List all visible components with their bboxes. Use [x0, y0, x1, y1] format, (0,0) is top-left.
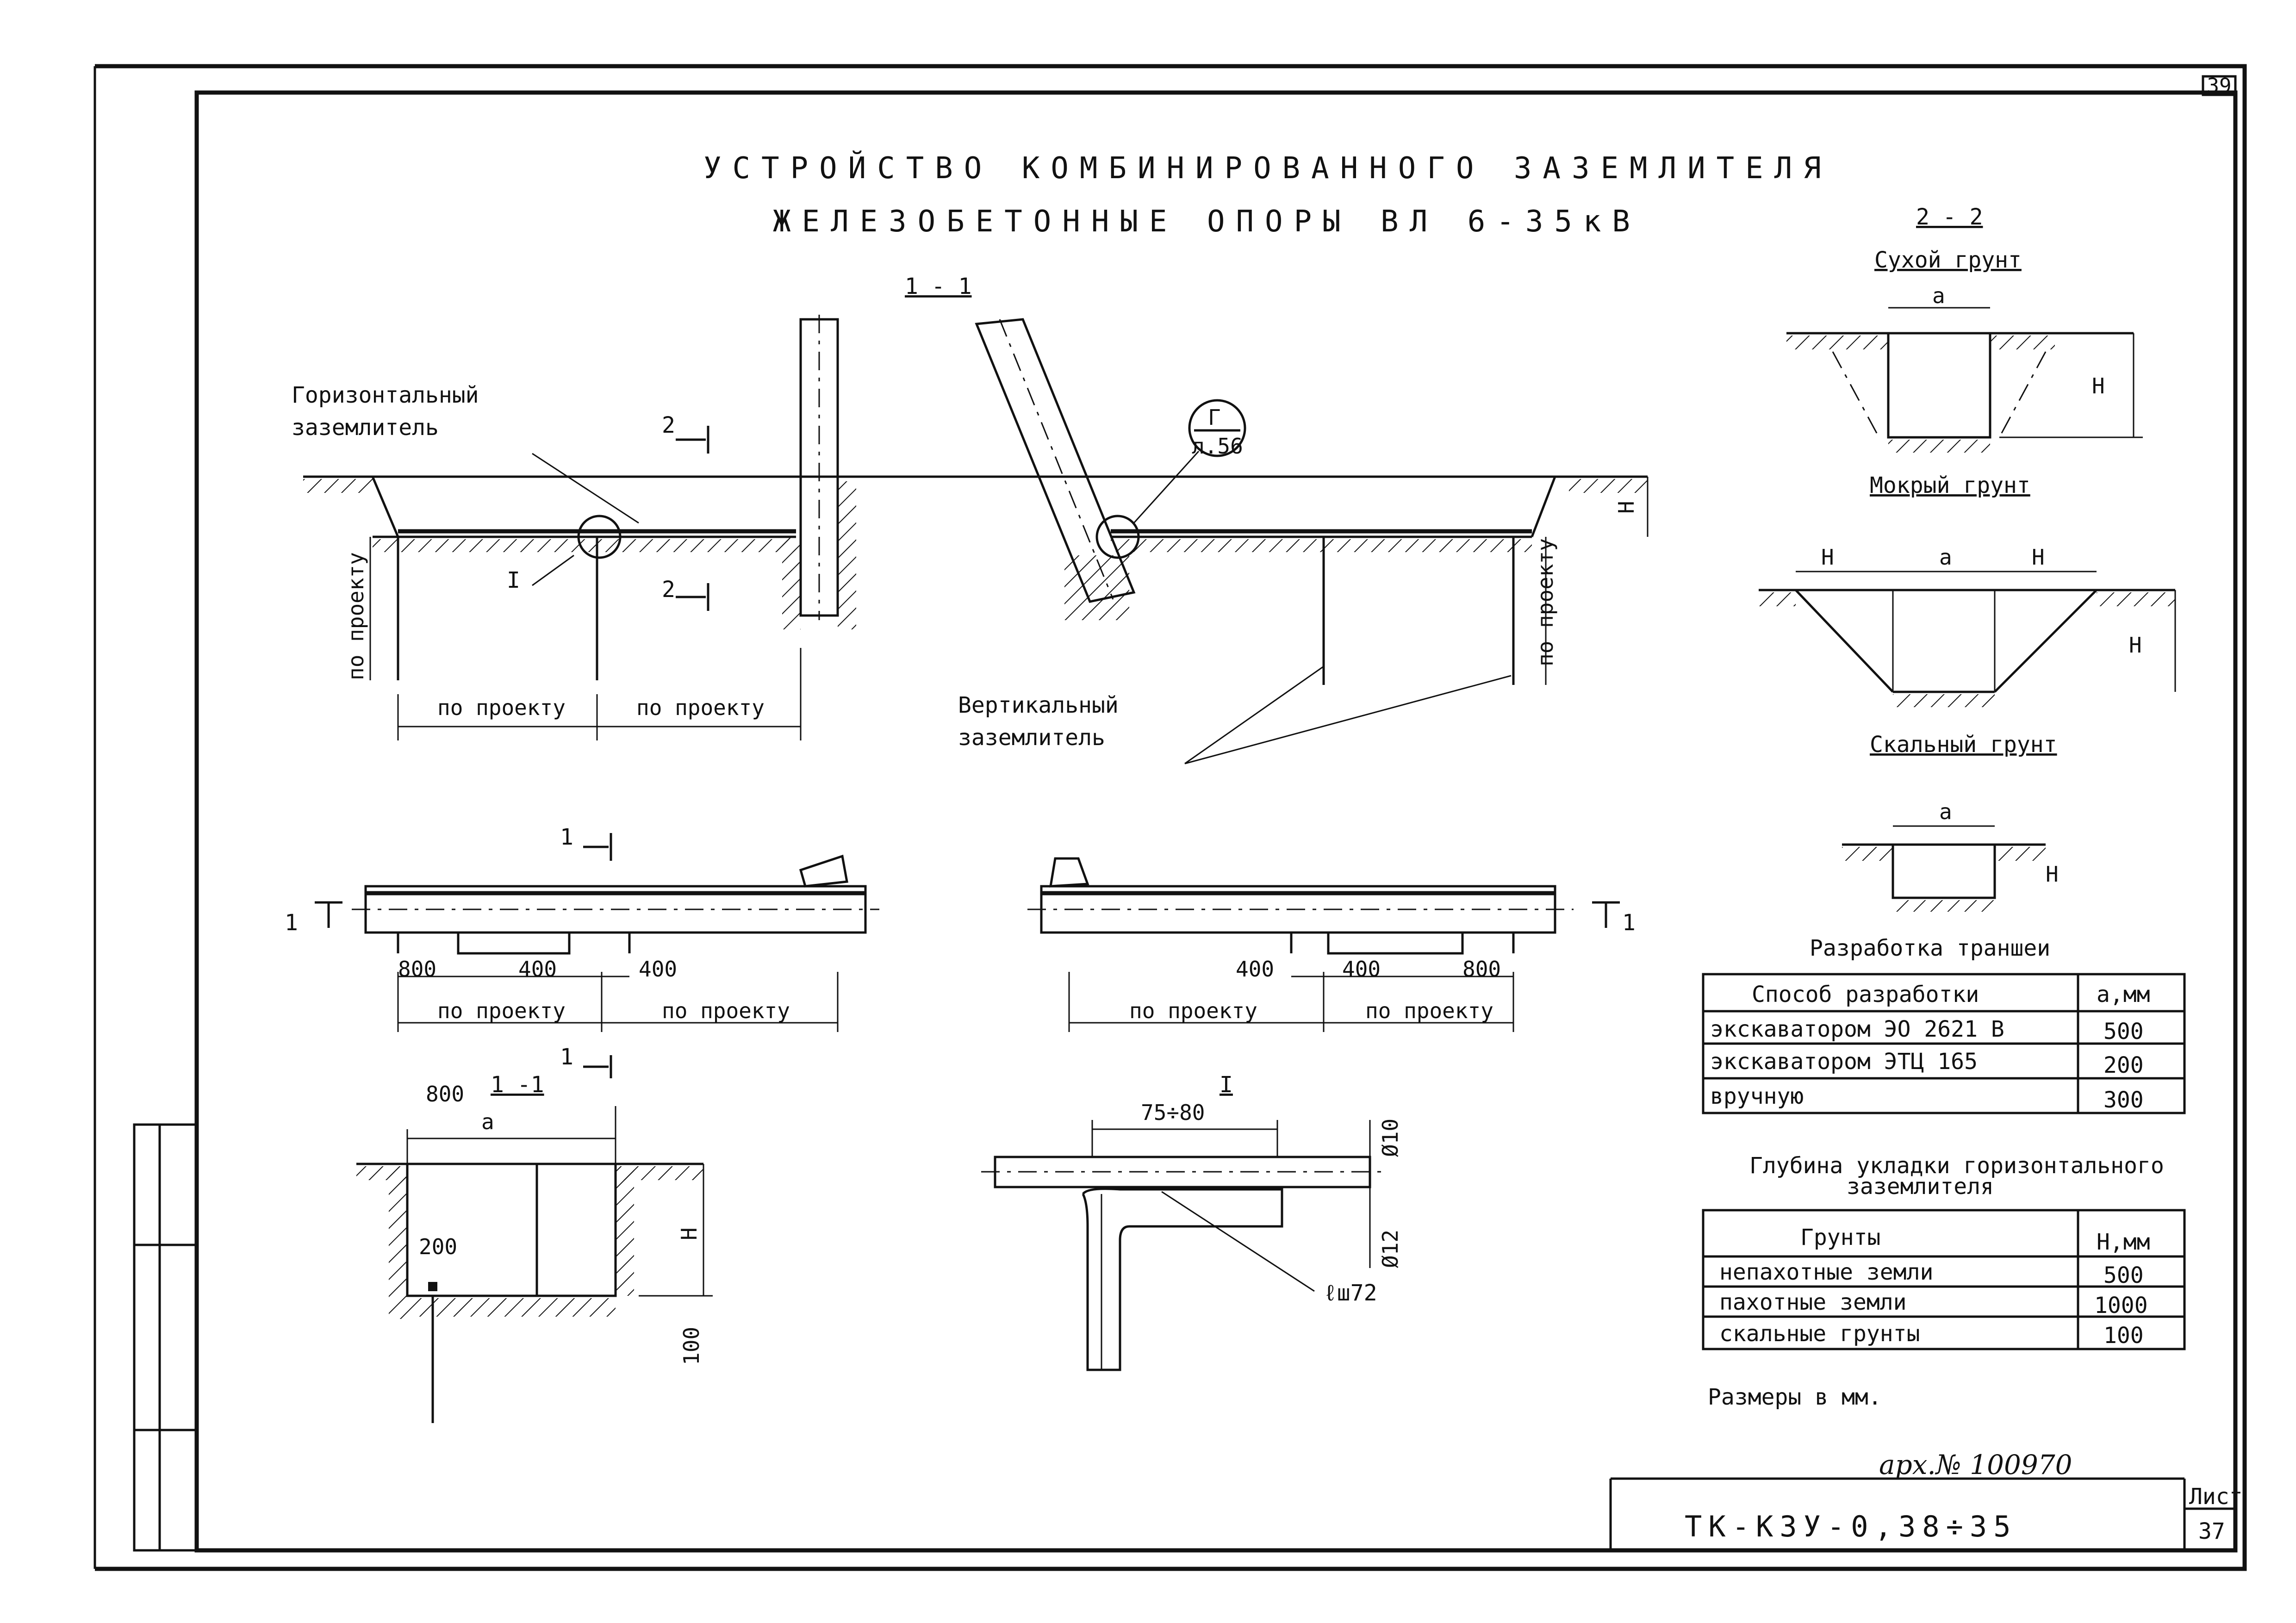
rock-soil-label: Скальный грунт: [1870, 732, 2057, 758]
stamp-code: ТК-КЗУ-0,38÷35: [1685, 1510, 2017, 1543]
detail-I-dia-12: Ø12: [1378, 1230, 1403, 1268]
wet-dim-a: а: [1939, 545, 1952, 570]
dim-project-vert-left: по проекту: [343, 552, 368, 680]
detail-1-1-dim-800: 800: [426, 1082, 464, 1107]
section-1-1-label: 1 - 1: [905, 274, 972, 299]
trench-row-2-method: экскаватором ЭТЦ 165: [1710, 1049, 1978, 1075]
detail-I-weld: ℓш72: [1324, 1280, 1377, 1306]
plan-dim-project-right-2: по проекту: [1365, 998, 1493, 1023]
plan-dim-project-left-2: по проекту: [662, 998, 790, 1023]
detail-1-1-label: 1 -1: [491, 1072, 544, 1098]
page-number: 39: [2207, 74, 2232, 98]
section-1-1-elevation: 1 - 1: [303, 274, 1649, 765]
callout-sheet-bottom: л.56: [1192, 434, 1243, 459]
section-2-2-label: 2 - 2: [1916, 204, 1983, 230]
section-2-2: [1759, 307, 2176, 912]
depth-header-H: Н,мм: [2097, 1229, 2150, 1255]
detail-I-dia-10: Ø10: [1378, 1119, 1403, 1157]
wet-dim-H-right: Н: [2032, 545, 2045, 570]
horizontal-electrode-label-2: заземлитель: [292, 415, 439, 441]
title-line-1: УСТРОЙСТВО КОМБИНИРОВАННОГО ЗАЗЕМЛИТЕЛЯ: [703, 150, 1832, 186]
cut-2-top: 2: [662, 412, 675, 438]
callout-sheet-top: Г: [1208, 405, 1221, 430]
dimensions-note: Размеры в мм.: [1708, 1384, 1882, 1410]
dim-H-main: Н: [1614, 501, 1639, 514]
vertical-electrode-label-2: заземлитель: [958, 725, 1105, 751]
plan-dim-400-left-b: 400: [639, 957, 677, 982]
plan-dim-400-right-b: 400: [1342, 957, 1381, 982]
trench-row-2-a: 200: [2103, 1052, 2144, 1078]
trench-row-1-a: 500: [2103, 1019, 2144, 1045]
plan-view-right: [1027, 857, 1620, 1032]
wet-dim-H-depth: Н: [2129, 633, 2142, 658]
depth-table-caption-2: заземлителя: [1847, 1174, 1994, 1200]
trench-row-3-a: 300: [2103, 1087, 2144, 1113]
wet-dim-H-left: Н: [1821, 545, 1834, 570]
depth-row-3-soil: скальные грунты: [1719, 1321, 1920, 1347]
detail-1-1-dim-200: 200: [419, 1234, 457, 1259]
trench-row-1-method: экскаватором ЭО 2621 В: [1710, 1016, 2004, 1042]
dim-project-2: по проекту: [636, 695, 765, 720]
rock-dim-a: а: [1939, 799, 1952, 824]
plan-dim-project-left-1: по проекту: [437, 998, 566, 1023]
plan-dim-800-left: 800: [398, 957, 436, 982]
plan-view-left: [315, 833, 879, 1032]
detail-1-1-dim-H: Н: [677, 1227, 702, 1240]
stamp-sheet-label: Лист: [2189, 1484, 2243, 1510]
cut-2-bottom: 2: [662, 577, 675, 603]
stamp-sheet-number: 37: [2198, 1518, 2225, 1544]
depth-table: [1702, 1209, 2186, 1350]
plan-cut-1-left: 1: [285, 910, 298, 936]
trench-header-method: Способ разработки: [1752, 982, 1979, 1007]
dim-project-vert-right: по проекту: [1533, 538, 1558, 666]
depth-row-2-H: 1000: [2094, 1293, 2148, 1318]
trench-row-3-method: вручную: [1710, 1083, 1804, 1109]
title-block-stamp: [1609, 1477, 2235, 1550]
trench-table: [1702, 973, 2186, 1114]
depth-row-1-H: 500: [2103, 1262, 2144, 1288]
trench-table-caption: Разработка траншеи: [1810, 935, 2050, 961]
plan-cut-1-top: 1: [560, 824, 573, 850]
dim-project-1: по проекту: [437, 695, 566, 720]
detail-1-1-dim-100: 100: [679, 1327, 704, 1365]
vertical-electrode-label-1: Вертикальный: [958, 692, 1119, 718]
depth-row-3-H: 100: [2103, 1323, 2144, 1349]
detail-1-1: [356, 1055, 713, 1423]
depth-header-soil: Грунты: [1800, 1225, 1880, 1250]
title-line-2: ЖЕЛЕЗОБЕТОННЫЕ ОПОРЫ ВЛ 6-35кВ: [773, 205, 1641, 239]
dry-soil-label: Сухой грунт: [1874, 247, 2022, 273]
detail-1-1-cut-1: 1: [560, 1044, 573, 1070]
plan-cut-1-right: 1: [1622, 910, 1636, 936]
trench-header-a: а,мм: [2097, 982, 2150, 1007]
plan-dim-project-right-1: по проекту: [1129, 998, 1257, 1023]
plan-dim-400-left-a: 400: [518, 957, 557, 982]
rock-dim-H: Н: [2046, 862, 2059, 887]
depth-row-2-soil: пахотные земли: [1719, 1289, 1907, 1315]
dry-dim-a: а: [1932, 283, 1945, 308]
horizontal-electrode-label-1: Горизонтальный: [292, 382, 479, 408]
archive-number: арх.№ 100970: [1879, 1449, 2072, 1480]
plan-dim-800-right: 800: [1462, 957, 1501, 982]
detail-I-dim-75-80: 75÷80: [1141, 1100, 1205, 1125]
detail-I-label: I: [1220, 1072, 1233, 1098]
dry-dim-H: Н: [2092, 373, 2105, 398]
sheet-frame: [93, 64, 2247, 1571]
depth-row-1-soil: непахотные земли: [1719, 1259, 1933, 1285]
depth-table-caption-1: Глубина укладки горизонтального: [1749, 1153, 2164, 1179]
detail-1-1-dim-a: а: [481, 1109, 494, 1134]
node-I-label: I: [507, 567, 520, 593]
wet-soil-label: Мокрый грунт: [1870, 473, 2030, 498]
detail-I: [981, 1120, 1384, 1371]
plan-dim-400-right-a: 400: [1236, 957, 1274, 982]
